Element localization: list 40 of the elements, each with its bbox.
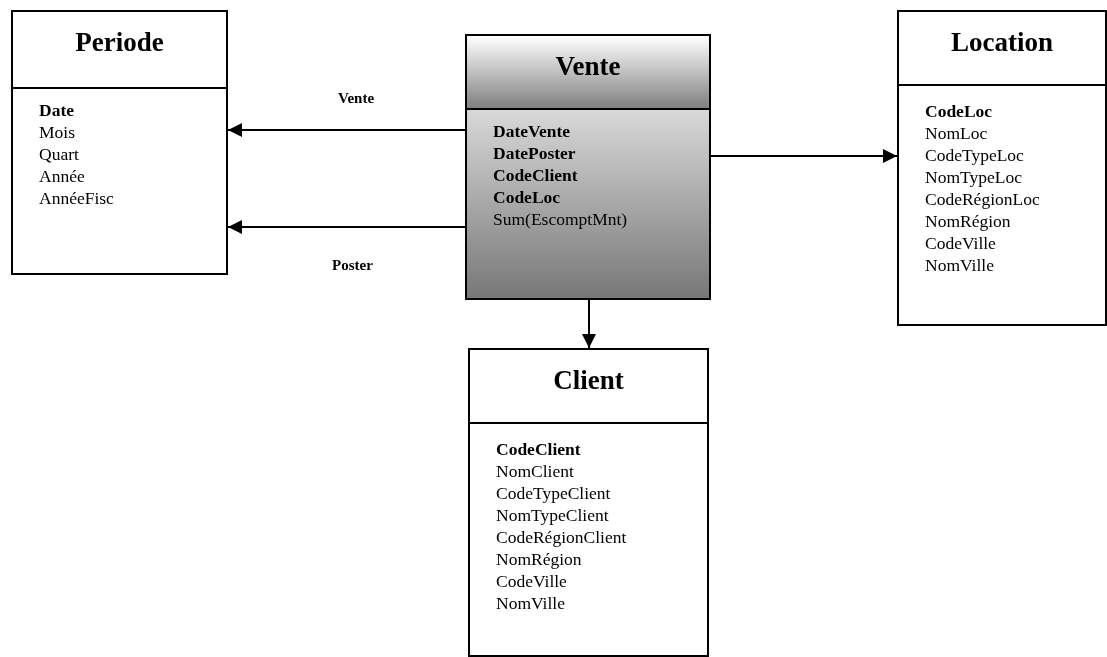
arrow	[227, 123, 466, 137]
key-attribute: Date	[39, 99, 74, 121]
attribute: CodeTypeClient	[496, 482, 611, 504]
attribute: CodeRégionLoc	[925, 188, 1040, 210]
key-attribute: CodeLoc	[925, 100, 993, 122]
table-title: Periode	[75, 26, 164, 59]
attribute: AnnéeFisc	[39, 187, 114, 209]
attribute: NomTypeLoc	[925, 166, 1022, 188]
attribute: CodeVille	[496, 570, 567, 592]
key-attribute: CodeClient	[496, 438, 581, 460]
key-attribute: DatePoster	[493, 142, 576, 164]
arrow	[710, 149, 898, 163]
attribute: NomRégion	[925, 210, 1011, 232]
attribute: Sum(EscomptMnt)	[493, 208, 628, 230]
table-title: Location	[951, 26, 1053, 59]
table-title: Client	[553, 364, 624, 397]
key-attribute: CodeLoc	[493, 186, 561, 208]
attribute: Quart	[39, 143, 79, 165]
attribute: NomVille	[925, 254, 994, 276]
attribute: Année	[39, 165, 85, 187]
attribute: Mois	[39, 121, 75, 143]
attribute: CodeTypeLoc	[925, 144, 1024, 166]
arrow	[227, 220, 466, 234]
key-attribute: CodeClient	[493, 164, 578, 186]
entity-table	[897, 10, 1107, 326]
key-attribute: DateVente	[493, 120, 571, 142]
entity-table	[465, 34, 711, 300]
arrow	[582, 299, 596, 349]
entity-table	[468, 348, 709, 657]
attribute: NomRégion	[496, 548, 582, 570]
attribute: NomTypeClient	[496, 504, 609, 526]
attribute: NomLoc	[925, 122, 988, 144]
entity-table	[11, 10, 228, 275]
table-title: Vente	[555, 50, 621, 83]
attribute: CodeRégionClient	[496, 526, 627, 548]
edge-label: Poster	[332, 256, 373, 274]
edge-label: Vente	[338, 89, 375, 107]
attribute: NomClient	[496, 460, 574, 482]
attribute: CodeVille	[925, 232, 996, 254]
attribute: NomVille	[496, 592, 565, 614]
